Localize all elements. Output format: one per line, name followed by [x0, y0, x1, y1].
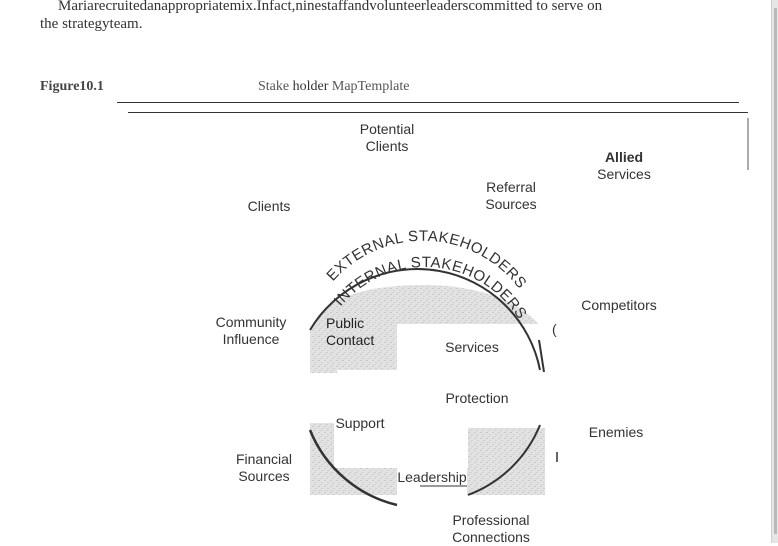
cutout-left [300, 373, 337, 423]
label-enemies: Enemies [588, 424, 644, 440]
paragraph-line-2: the strategyteam. [40, 16, 143, 32]
figure-title: Stake holder MapTemplate [258, 79, 409, 95]
label-competitors: Competitors [581, 297, 657, 313]
figure-number: Figure10.1 [40, 79, 104, 94]
stakeholder-ring-arc [309, 268, 541, 371]
label-leadership: Leadership [397, 469, 467, 485]
stakeholder-ring-arc-lower [308, 429, 398, 507]
label-services: Services [445, 339, 499, 355]
figure-second-rule [128, 112, 748, 113]
paragraph-line-1: Mariarecruitedanappropriatemix.Infact,ni… [58, 0, 603, 14]
cutout-leadership [397, 465, 467, 505]
body-paragraph: Mariarecruitedanappropriatemix.Infact,ni… [40, 0, 740, 33]
edge-mark [747, 118, 749, 170]
label-support: Support [335, 415, 385, 431]
scrollbar-thumb[interactable] [774, 8, 777, 534]
figure-title-word-2: holder [292, 79, 329, 94]
clipped-glyph-c: ( [552, 321, 557, 337]
stakeholder-ring-arc-lower-right [467, 424, 541, 496]
figure-title-word-1: Stake [258, 79, 290, 94]
figure-top-rule [117, 102, 739, 103]
figure-title-word-3: MapTemplate [331, 79, 410, 94]
label-protection: Protection [445, 390, 509, 406]
vertical-scrollbar[interactable] [771, 0, 778, 543]
label-clients: Clients [247, 198, 291, 214]
cutout-support [334, 412, 468, 468]
ring-right-edge [538, 339, 545, 373]
